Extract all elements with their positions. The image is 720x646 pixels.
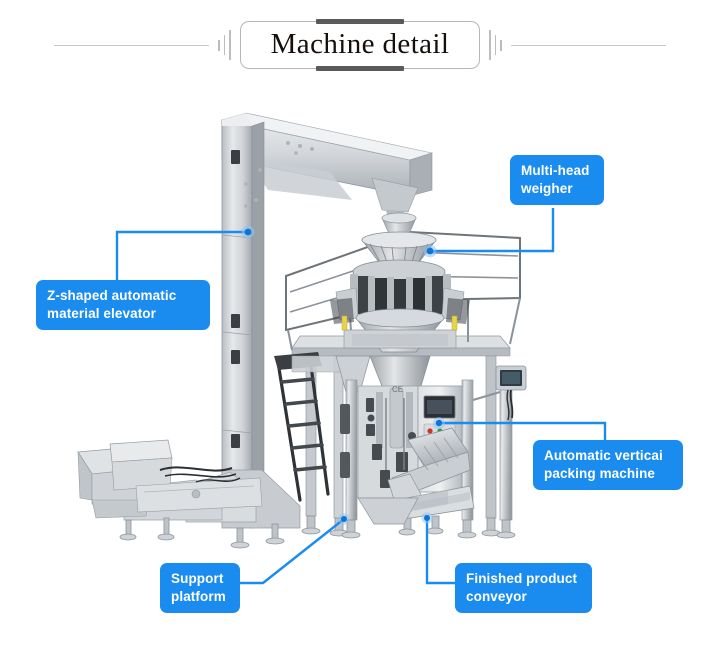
- title-divider-left: [54, 44, 210, 46]
- callout-line: Multi-head: [521, 163, 590, 178]
- page-title-box: Machine detail: [239, 18, 481, 72]
- leader-finished-product-conveyor: [425, 518, 456, 585]
- tick-mark: [223, 35, 226, 55]
- title-notch-bottom: [315, 66, 404, 72]
- callout-line: material elevator: [47, 305, 157, 321]
- title-ticks-right: [489, 30, 502, 60]
- svg-text:CE: CE: [392, 385, 403, 394]
- callout-multi-head-weigher[interactable]: Multi-head weigher: [510, 155, 604, 205]
- callout-line: packing machine: [544, 465, 656, 481]
- callout-automatic-vertical-packing-machine[interactable]: Automatic verticai packing machine: [533, 440, 683, 490]
- leader-support-platform: [240, 518, 345, 585]
- callout-line: Automatic verticai: [544, 448, 663, 463]
- callout-line: platform: [171, 588, 226, 604]
- anchor-dot: [426, 247, 434, 255]
- title-divider-right: [510, 44, 666, 46]
- callout-line: conveyor: [466, 588, 527, 604]
- title-ticks-left: [218, 30, 231, 60]
- callout-line: Finished product: [466, 571, 578, 586]
- tick-mark: [494, 35, 497, 55]
- anchor-dot: [244, 228, 252, 236]
- callout-z-shaped-elevator[interactable]: Z-shaped automatic material elevator: [36, 280, 210, 330]
- callout-support-platform[interactable]: Support platform: [160, 563, 240, 613]
- leader-automatic-vertical-packing-machine: [439, 421, 607, 443]
- leader-z-shaped-elevator: [115, 230, 248, 282]
- title-notch-top: [315, 18, 404, 24]
- tick-mark: [489, 30, 491, 60]
- leader-multi-head-weigher: [430, 208, 555, 253]
- page-title-band: Machine detail: [0, 14, 720, 76]
- leader-anchor-dots: [241, 225, 445, 525]
- callout-finished-product-conveyor[interactable]: Finished product conveyor: [455, 563, 592, 613]
- callout-line: weigher: [521, 180, 573, 196]
- anchor-dot: [341, 516, 347, 522]
- page-title: Machine detail: [270, 27, 450, 60]
- callout-line: Z-shaped automatic: [47, 288, 177, 303]
- tick-mark: [500, 39, 502, 51]
- anchor-dot: [435, 419, 443, 427]
- tick-mark: [218, 39, 220, 51]
- tick-mark: [229, 30, 231, 60]
- anchor-dot: [424, 515, 430, 521]
- callout-line: Support: [171, 571, 224, 586]
